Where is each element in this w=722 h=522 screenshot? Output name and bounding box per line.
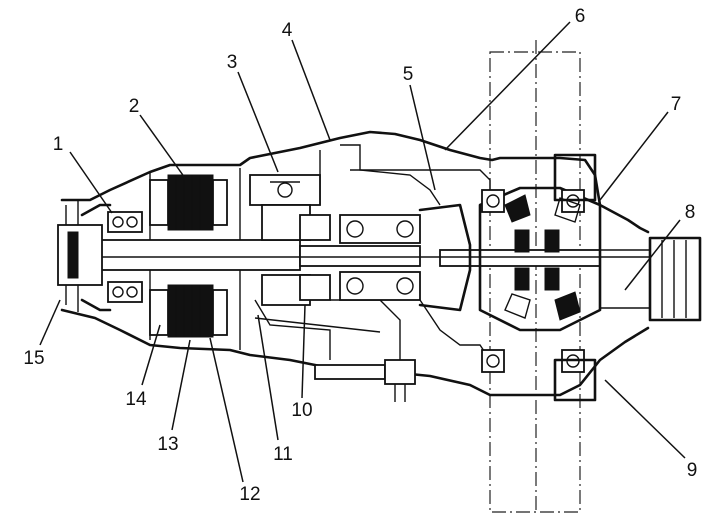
- callout-8: 8: [685, 202, 696, 223]
- main-shaft: [60, 239, 650, 271]
- callout-11: 11: [273, 444, 293, 465]
- callout-2: 2: [129, 96, 140, 117]
- callout-9: 9: [687, 460, 698, 481]
- intermediate-gear-set: [249, 174, 331, 306]
- callout-15: 15: [23, 348, 44, 369]
- callout-3: 3: [227, 52, 238, 73]
- callout-6: 6: [575, 6, 586, 27]
- pinion-bearing: [339, 203, 472, 312]
- differential-assembly: [478, 153, 602, 402]
- input-seal-assembly: [57, 203, 143, 312]
- wheel-shaft-outline: [489, 40, 581, 513]
- callout-labels: 1 2 3 4 5 6 7 8 9 10 11 12 13 14 15: [23, 6, 697, 505]
- output-flange: [600, 236, 702, 322]
- clutch-pack: [149, 174, 228, 338]
- callout-10: 10: [291, 400, 312, 421]
- callout-12: 12: [239, 484, 260, 505]
- callout-4: 4: [282, 20, 293, 41]
- callout-7: 7: [671, 94, 682, 115]
- leader-lines: [39, 21, 686, 483]
- callout-5: 5: [403, 64, 414, 85]
- callout-13: 13: [157, 434, 178, 455]
- callout-1: 1: [53, 134, 64, 155]
- bottom-bolt: [254, 317, 416, 402]
- callout-14: 14: [125, 389, 147, 410]
